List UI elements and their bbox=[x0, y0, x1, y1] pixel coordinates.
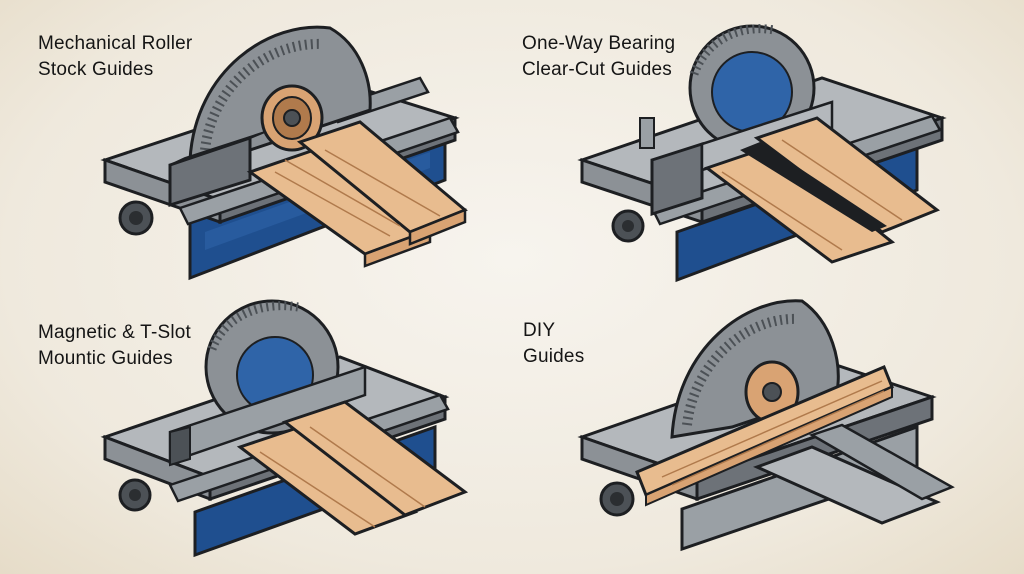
panel-title: One-Way Bearing Clear-Cut Guides bbox=[522, 31, 675, 83]
panel-title: Magnetic & T-Slot Mountic Guides bbox=[38, 320, 191, 372]
wood-board bbox=[281, 400, 469, 517]
panel-title-line-1: One-Way Bearing bbox=[522, 33, 676, 54]
cut-kerf bbox=[740, 142, 887, 232]
panel-title-line-2: Stock Guides bbox=[38, 59, 154, 80]
panel-title-line-1: Magnetic & T-Slot bbox=[38, 322, 192, 343]
panel-title-line-2: Guides bbox=[523, 346, 585, 367]
table-saw-illustration bbox=[577, 299, 955, 552]
table-saw-illustration bbox=[100, 25, 468, 281]
panel-diy: DIY Guides bbox=[512, 287, 1024, 574]
diy-guide-rail bbox=[753, 445, 941, 525]
panel-title-line-2: Clear-Cut Guides bbox=[522, 59, 672, 80]
panel-mechanical-roller: Mechanical Roller Stock Guides bbox=[0, 0, 512, 287]
table-saw-illustration bbox=[100, 299, 469, 558]
panel-title: DIY Guides bbox=[523, 318, 584, 370]
panel-title: Mechanical Roller Stock Guides bbox=[38, 31, 192, 83]
table-saw-illustration bbox=[577, 24, 947, 283]
panel-one-way-bearing: One-Way Bearing Clear-Cut Guides bbox=[512, 0, 1024, 287]
panel-title-line-1: Mechanical Roller bbox=[38, 33, 193, 54]
panel-title-line-1: DIY bbox=[523, 320, 556, 341]
panel-title-line-2: Mountic Guides bbox=[38, 348, 173, 369]
panel-magnetic-t-slot: Magnetic & T-Slot Mountic Guides bbox=[0, 287, 512, 574]
bearing-guide bbox=[650, 141, 704, 217]
